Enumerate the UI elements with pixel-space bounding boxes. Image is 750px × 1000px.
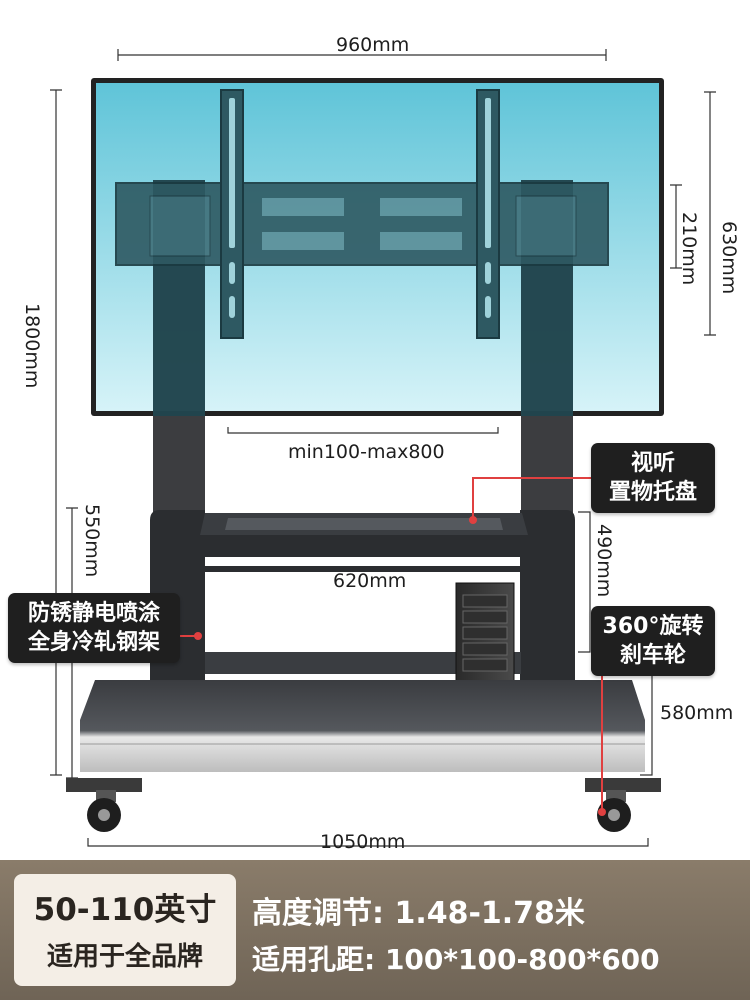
base-plate — [80, 680, 645, 772]
size-badge: 50-110英寸 适用于全品牌 — [14, 874, 236, 986]
spec-footer: 50-110英寸 适用于全品牌 高度调节: 1.48-1.78米 适用孔距: 1… — [0, 860, 750, 1000]
caster-wheels — [66, 778, 661, 832]
vertical-rails — [220, 89, 500, 339]
dim-tray-width: 620mm — [333, 570, 407, 592]
dim-width-top: 960mm — [336, 34, 410, 56]
callout-frame: 防锈静电喷涂 全身冷轧钢架 — [8, 593, 180, 663]
badge-size: 50-110英寸 — [33, 892, 217, 928]
wall-bracket — [115, 182, 609, 266]
dim-screen-height: 630mm — [718, 221, 740, 295]
callout-frame-line2: 全身冷轧钢架 — [27, 630, 160, 655]
badge-brands: 适用于全品牌 — [46, 942, 203, 972]
callout-av-tray-line1: 视听 — [630, 451, 675, 476]
tv-stand-illustration — [50, 49, 716, 847]
spec-height-adjust: 高度调节: 1.48-1.78米 — [252, 896, 585, 931]
dim-frame-height: 550mm — [81, 504, 103, 578]
callout-av-tray-line2: 置物托盘 — [608, 480, 697, 505]
dim-base-depth: 580mm — [660, 702, 734, 724]
av-tray — [200, 513, 528, 557]
dim-height-total: 1800mm — [21, 303, 43, 389]
dim-tray-height: 490mm — [593, 524, 615, 598]
callout-wheels-line2: 刹车轮 — [619, 643, 686, 668]
callout-frame-line1: 防锈静电喷涂 — [27, 601, 160, 626]
dim-base-width: 1050mm — [320, 831, 406, 853]
dim-bracket-height: 210mm — [678, 212, 700, 286]
dim-vesa-range: min100-max800 — [288, 441, 445, 463]
callout-wheels-line1: 360°旋转 — [602, 614, 704, 639]
callout-av-tray: 视听 置物托盘 — [591, 443, 715, 513]
callout-wheels: 360°旋转 刹车轮 — [591, 606, 715, 676]
spec-hole-pitch: 适用孔距: 100*100-800*600 — [252, 943, 660, 976]
